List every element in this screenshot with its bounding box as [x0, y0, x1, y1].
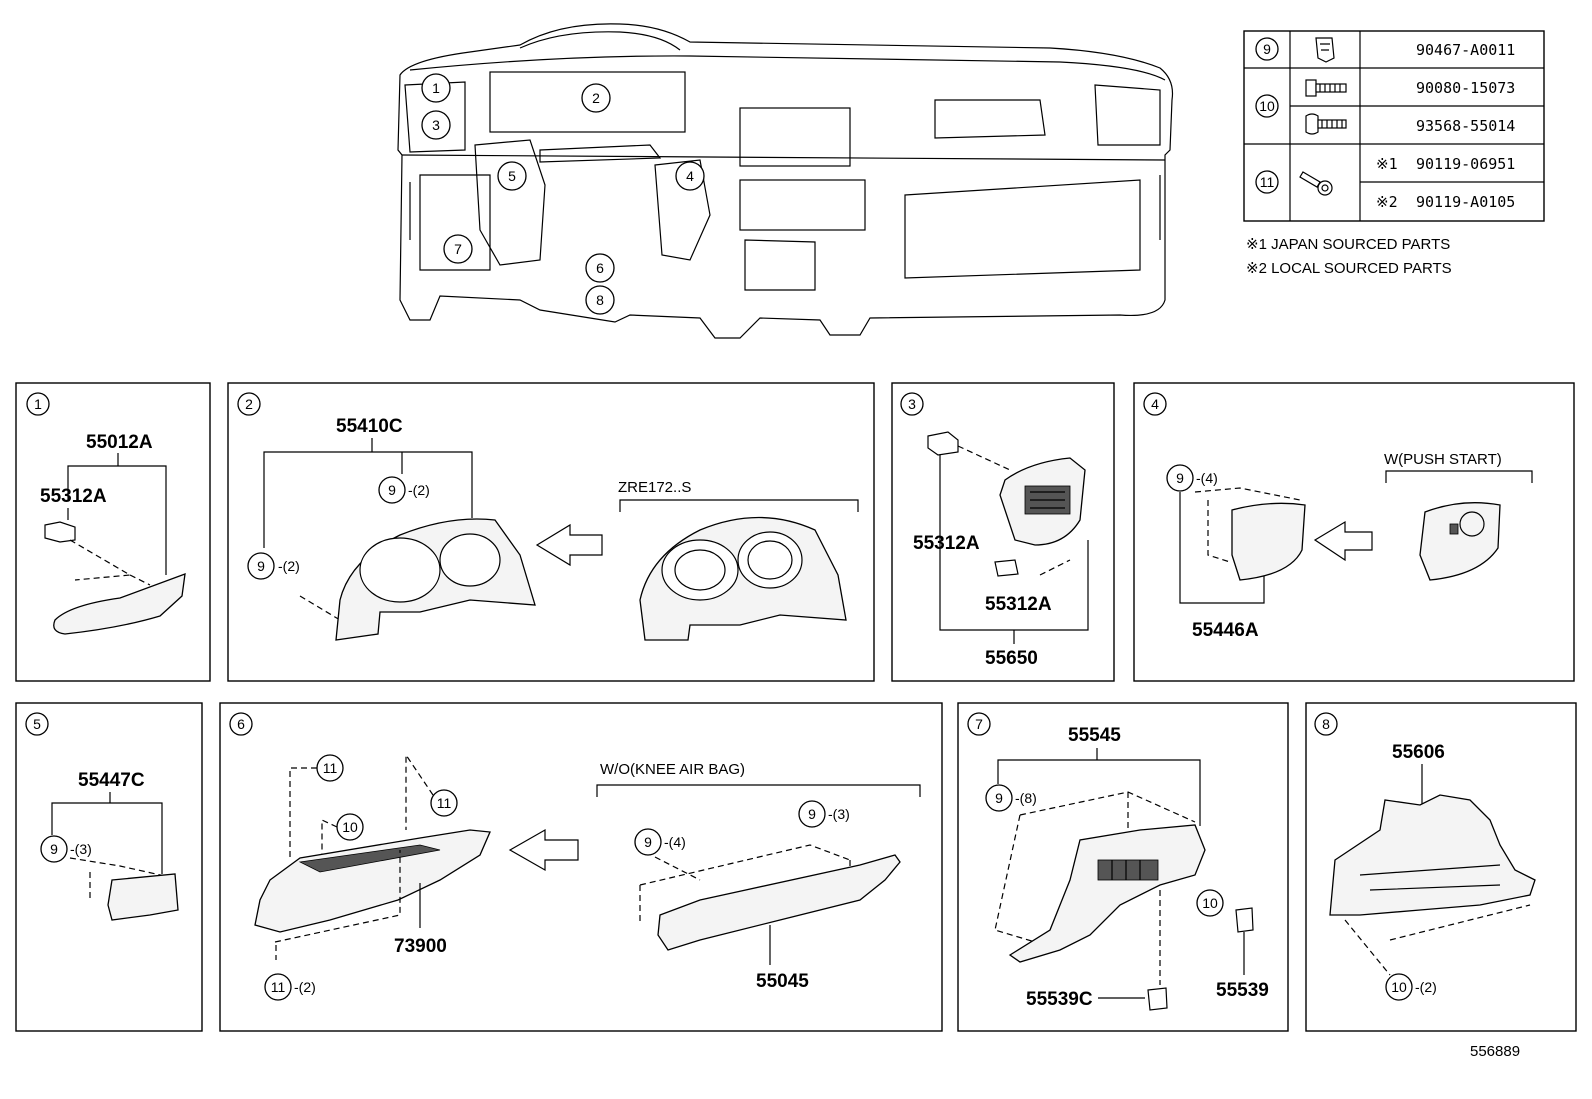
- variant-label: W/O(KNEE AIR BAG): [600, 761, 745, 778]
- part-label: 55012A: [86, 432, 153, 453]
- note-japan-sourced: ※1 JAPAN SOURCED PARTS: [1246, 236, 1450, 253]
- panel-8: 8 55606 10 -(2): [1305, 702, 1577, 1032]
- dashboard-callouts: 1 2 3 4 5 6 7 8: [421, 73, 705, 315]
- quantity: -(2): [1415, 979, 1437, 995]
- table-ref-9: 9: [1263, 41, 1271, 57]
- arrow-icon: [508, 828, 579, 872]
- arrow-icon: [1313, 520, 1373, 562]
- table-ref-10: 10: [1259, 98, 1275, 114]
- part-label: 55045: [756, 971, 809, 992]
- variant-label: W(PUSH START): [1384, 451, 1502, 468]
- callout-1: 1: [432, 80, 440, 96]
- quantity: -(3): [828, 806, 850, 822]
- part-label: 55446A: [1192, 620, 1259, 641]
- callout-10: 10: [1391, 979, 1407, 995]
- table-ref-11: 11: [1260, 174, 1275, 190]
- callout-3: 3: [432, 117, 440, 133]
- callout-10: 10: [1202, 895, 1218, 911]
- diagram-id: 556889: [1470, 1043, 1520, 1060]
- panel-2: 2 55410C 9 -(2) 9 -(2) ZRE172..S: [227, 382, 875, 682]
- part-number: 90080-15073: [1416, 79, 1515, 97]
- callout-9: 9: [388, 482, 396, 498]
- panel-3: 3 55312A 55312A 55650: [891, 382, 1115, 682]
- callout-9: 9: [644, 834, 652, 850]
- panel-7: 7 55545 9 -(8) 10 55539 55539C: [957, 702, 1289, 1032]
- panel-4: 4 9 -(4) 55446A W(PUSH START): [1133, 382, 1575, 682]
- callout-11: 11: [271, 979, 286, 995]
- callout-11: 11: [323, 760, 338, 776]
- callout-2: 2: [592, 90, 600, 106]
- quantity: -(2): [294, 979, 316, 995]
- callout-4: 4: [686, 168, 694, 184]
- callout-5: 5: [508, 168, 516, 184]
- panel-1: 1 55012A 55312A: [15, 382, 211, 682]
- note-local-sourced: ※2 LOCAL SOURCED PARTS: [1246, 260, 1452, 277]
- panel-number: 6: [237, 716, 245, 732]
- part-number: 93568-55014: [1416, 117, 1515, 135]
- screw-icon: [1305, 113, 1347, 135]
- panel-number: 8: [1322, 716, 1330, 732]
- callout-9: 9: [1176, 470, 1184, 486]
- part-number: 90119-06951: [1416, 155, 1515, 173]
- variant-label: ZRE172..S: [618, 479, 691, 496]
- panel-number: 3: [908, 396, 916, 412]
- arrow-icon: [535, 523, 603, 567]
- callout-9: 9: [995, 790, 1003, 806]
- quantity: -(8): [1015, 790, 1037, 806]
- callout-9: 9: [808, 806, 816, 822]
- source-mark: ※2: [1376, 193, 1398, 211]
- part-label: 55447C: [78, 770, 145, 791]
- callout-11: 11: [437, 795, 452, 811]
- bolt-icon: [1299, 171, 1333, 196]
- callout-8: 8: [596, 292, 604, 308]
- clip-icon: [1315, 37, 1335, 63]
- panel-5: 5 55447C 9 -(3): [15, 702, 203, 1032]
- part-label: 55539C: [1026, 989, 1093, 1010]
- quantity: -(2): [408, 482, 430, 498]
- part-label: 55539: [1216, 980, 1269, 1001]
- quantity: -(3): [70, 841, 92, 857]
- part-label: 55650: [985, 648, 1038, 669]
- panel-number: 4: [1151, 396, 1159, 412]
- callout-6: 6: [596, 260, 604, 276]
- part-number: 90467-A0011: [1416, 41, 1515, 59]
- fastener-table: 9 10 11 90467-A0011 90080-15073 93568-55…: [1243, 30, 1545, 277]
- quantity: -(2): [278, 558, 300, 574]
- panel-number: 7: [975, 716, 983, 732]
- part-label: 55545: [1068, 725, 1121, 746]
- part-label: 73900: [394, 936, 447, 957]
- part-label: 55312A: [913, 533, 980, 554]
- callout-9: 9: [257, 558, 265, 574]
- quantity: -(4): [1196, 470, 1218, 486]
- panel-number: 2: [245, 396, 253, 412]
- panel-number: 1: [34, 396, 42, 412]
- part-label: 55312A: [40, 486, 107, 507]
- part-label: 55312A: [985, 594, 1052, 615]
- source-mark: ※1: [1376, 155, 1398, 173]
- callout-10: 10: [342, 819, 358, 835]
- part-number: 90119-A0105: [1416, 193, 1515, 211]
- callout-9: 9: [50, 841, 58, 857]
- callout-7: 7: [454, 241, 462, 257]
- panel-6: 6 11 10 11 73900 11 -(2) W/O(KNEE AIR BA…: [219, 702, 943, 1032]
- quantity: -(4): [664, 834, 686, 850]
- panel-number: 5: [33, 716, 41, 732]
- part-label: 55410C: [336, 416, 403, 437]
- part-label: 55606: [1392, 742, 1445, 763]
- screw-icon: [1305, 79, 1347, 97]
